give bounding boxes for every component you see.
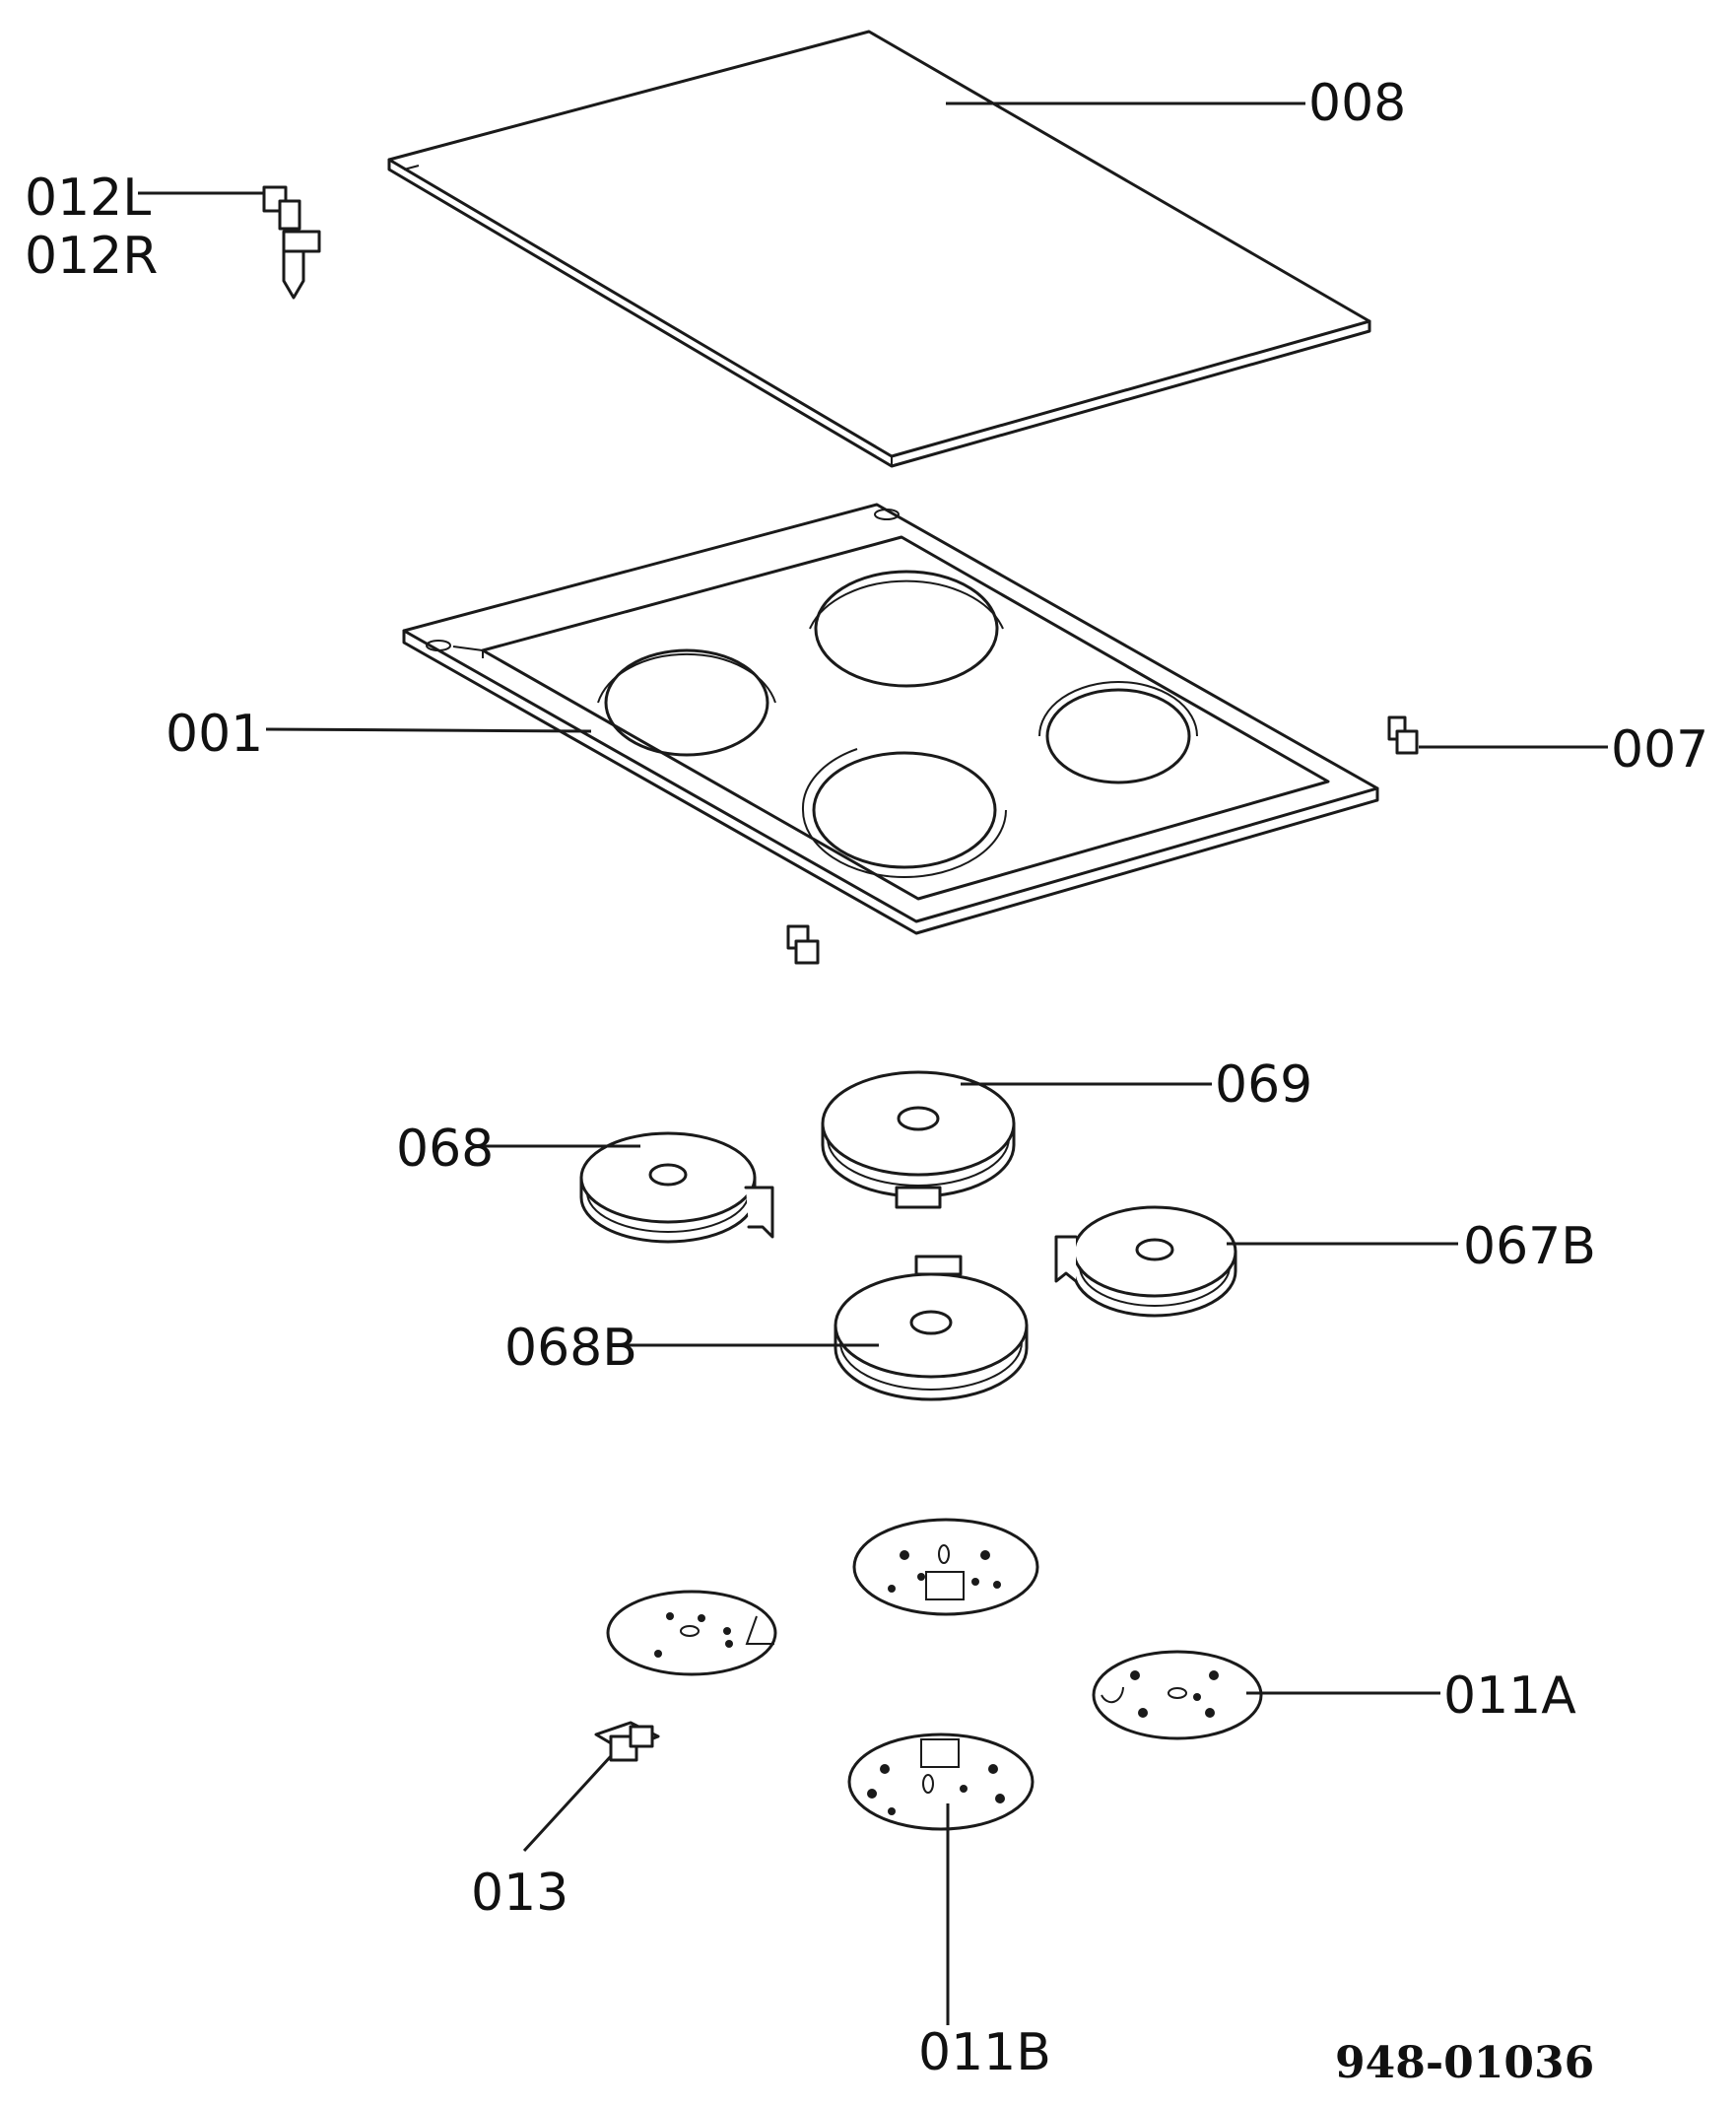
- label-008: 008: [1308, 74, 1406, 133]
- leader-001: [265, 727, 592, 733]
- part-007-clip: [1387, 715, 1419, 755]
- part-011B-plate: [847, 1733, 1035, 1831]
- label-007: 007: [1611, 720, 1708, 780]
- part-011A-plate: [1092, 1650, 1263, 1740]
- label-068B: 068B: [504, 1319, 637, 1378]
- part-001-hob-frame: [402, 503, 1379, 965]
- part-068B-hotplate: [834, 1255, 1029, 1401]
- part-067B-hotplate: [1054, 1205, 1237, 1318]
- part-008-glass-top: [387, 30, 1371, 468]
- label-013: 013: [471, 1864, 568, 1923]
- label-067B: 067B: [1463, 1217, 1596, 1276]
- part-012-bracket: [262, 185, 321, 300]
- part-068-hotplate: [579, 1131, 774, 1244]
- part-013-bracket: [594, 1721, 660, 1762]
- label-011B: 011B: [918, 2023, 1051, 2082]
- label-011A: 011A: [1443, 1666, 1576, 1726]
- part-plate-left: [606, 1590, 777, 1676]
- label-001: 001: [166, 705, 263, 764]
- part-plate-upper: [852, 1518, 1039, 1616]
- label-012R: 012R: [25, 227, 158, 286]
- part-069-hotplate: [821, 1070, 1016, 1209]
- document-number: 948-01036: [1335, 2038, 1594, 2088]
- label-012L: 012L: [25, 169, 151, 228]
- label-069: 069: [1215, 1055, 1312, 1115]
- leader-013: [522, 1754, 613, 1853]
- label-068: 068: [396, 1120, 494, 1179]
